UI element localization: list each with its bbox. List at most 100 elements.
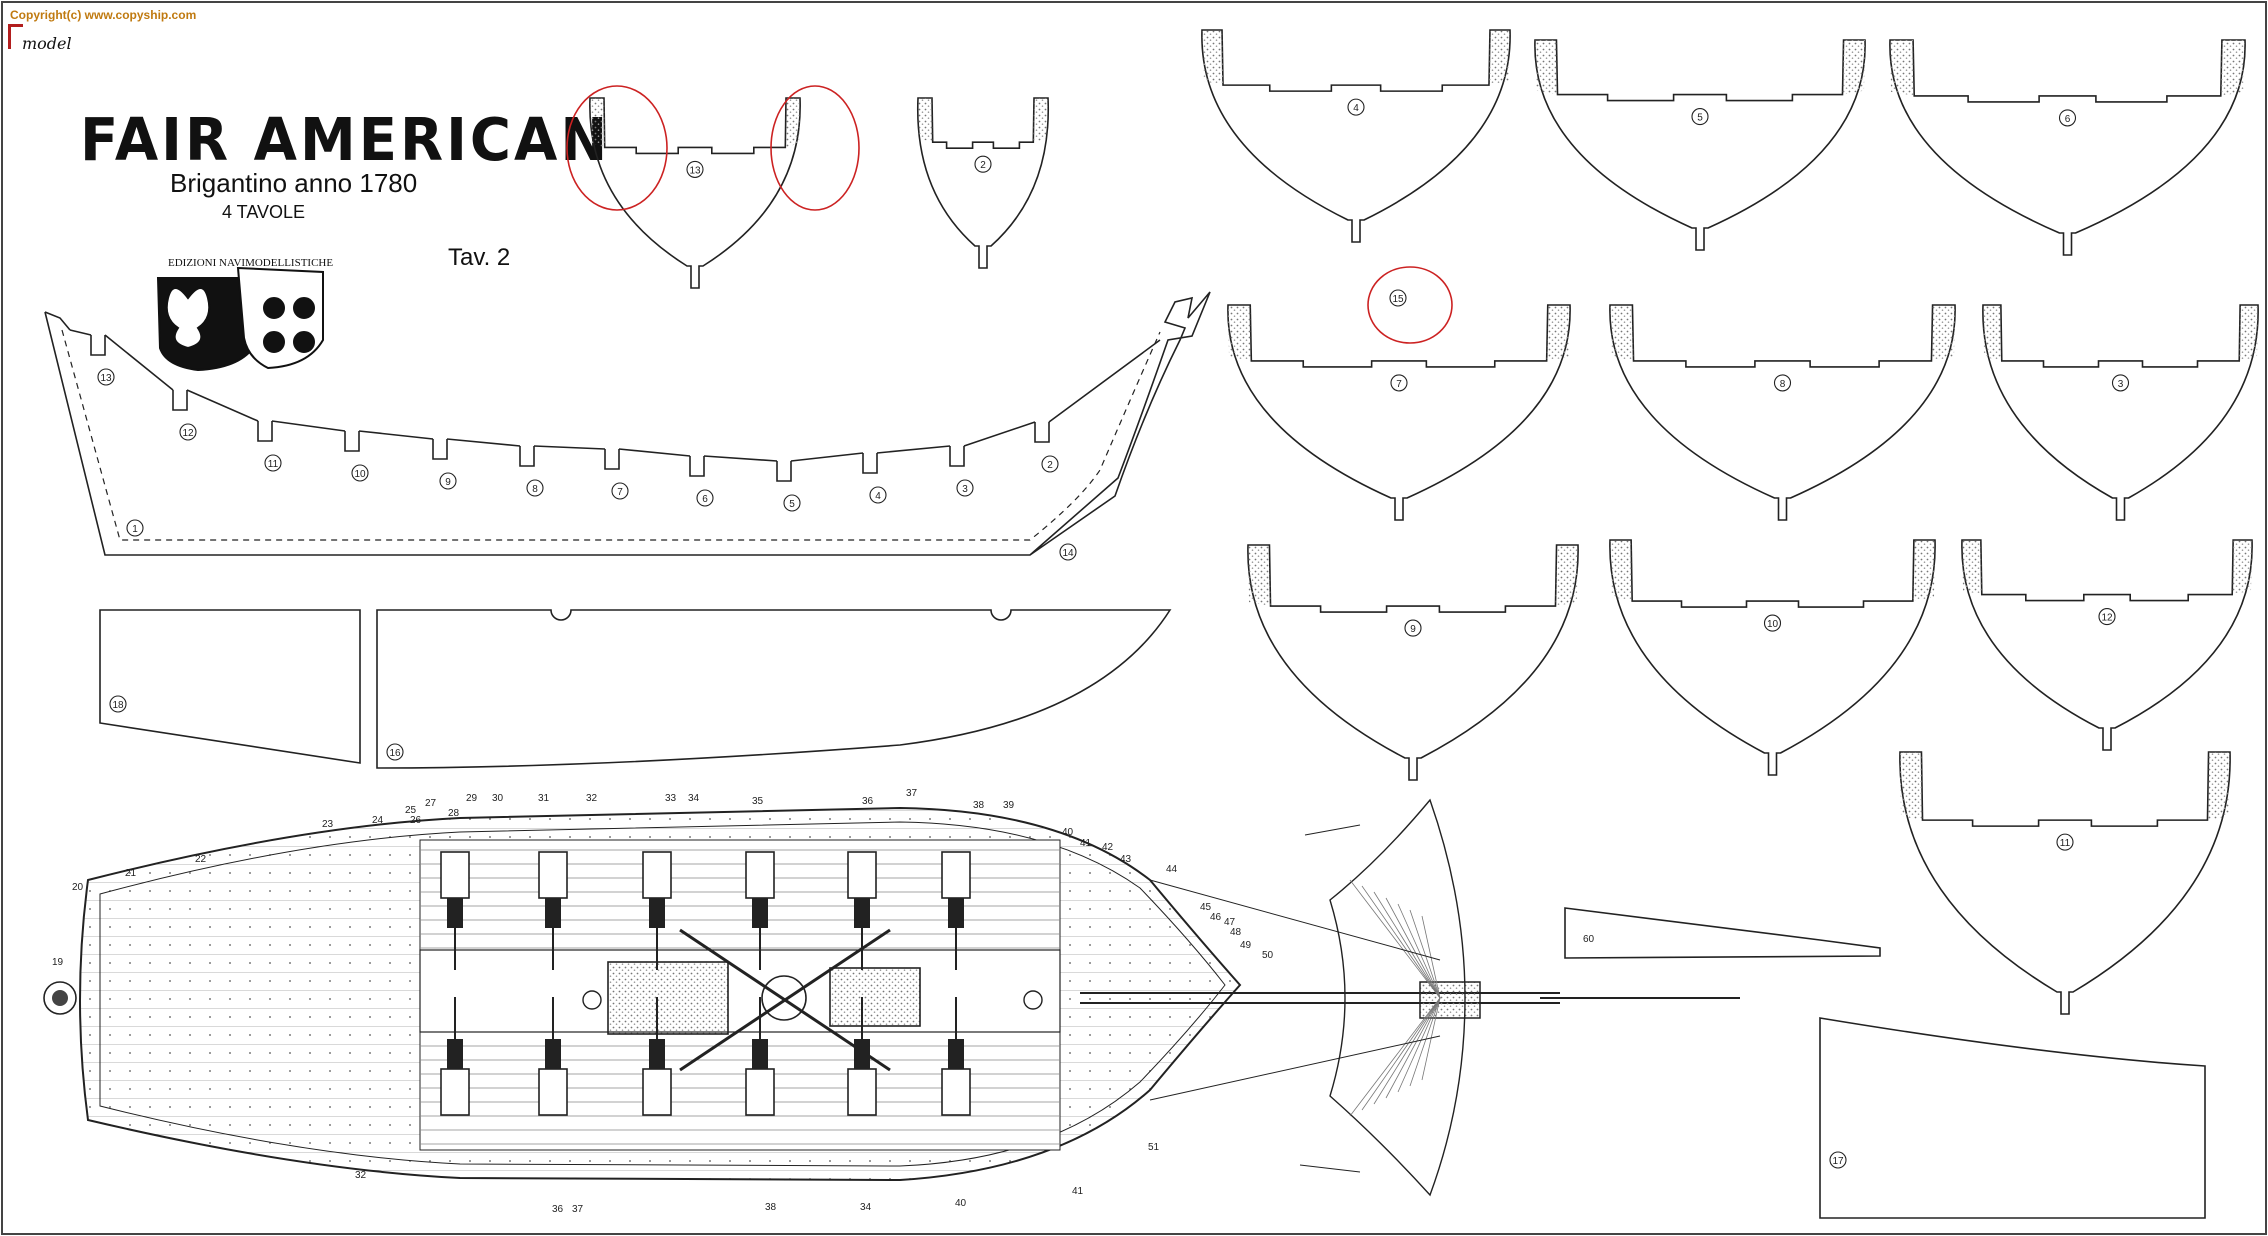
plan-title: FAIR AMERICAN: [80, 106, 611, 175]
part-label-15: 15: [1389, 289, 1407, 307]
deck-callout-50: 50: [1262, 950, 1274, 961]
deck-callout-42: 42: [1102, 842, 1114, 853]
keel-slot-label-9: 9: [439, 472, 457, 490]
keel-slot-label-8: 8: [526, 479, 544, 497]
highlight-right-arm: [770, 85, 860, 211]
deck-callout-43: 43: [1120, 854, 1132, 865]
highlight-left-arm: [566, 85, 668, 211]
svg-text:6: 6: [702, 494, 708, 505]
frame-label-11: 11: [2056, 833, 2074, 851]
deck-callout-25: 25: [405, 805, 417, 816]
svg-text:6: 6: [2065, 114, 2071, 125]
frame-label-13: 13: [686, 160, 704, 178]
keel-slot-label-11: 11: [264, 454, 282, 472]
deck-callout-35: 35: [752, 796, 764, 807]
deck-callout-41: 41: [1072, 1186, 1084, 1197]
panel-16: [376, 609, 1172, 769]
highlight-part-15: [1367, 266, 1453, 344]
deck-callout-47: 47: [1224, 917, 1236, 928]
keel-slot-label-13: 13: [97, 368, 115, 386]
deck-callout-21: 21: [125, 868, 137, 879]
svg-text:13: 13: [689, 165, 701, 176]
frame-label-5: 5: [1691, 108, 1709, 126]
svg-text:11: 11: [268, 459, 279, 470]
frame-label-4: 4: [1347, 98, 1365, 116]
deck-callout-32: 32: [586, 793, 598, 804]
deck-callout-39: 39: [1003, 800, 1015, 811]
svg-text:18: 18: [112, 700, 124, 711]
plan-subtitle: Brigantino anno 1780: [170, 168, 418, 198]
panel-label-18: 18: [109, 695, 127, 713]
svg-text:7: 7: [617, 487, 623, 498]
frame-label-10: 10: [1763, 614, 1782, 632]
deck-callout-46: 46: [1210, 912, 1222, 923]
panel-17: [1819, 1017, 2206, 1219]
keel-slot-label-3: 3: [956, 479, 974, 497]
deck-callout-41: 41: [1080, 838, 1092, 849]
deck-plan: [43, 798, 1740, 1197]
deck-callout-26: 26: [410, 815, 422, 826]
frame-label-2: 2: [974, 155, 992, 173]
crest-text: EDIZIONI NAVIMODELLISTICHE: [168, 257, 333, 269]
deck-callout-48: 48: [1230, 927, 1242, 938]
deck-callout-31: 31: [538, 793, 550, 804]
svg-text:12: 12: [182, 428, 194, 439]
svg-text:10: 10: [354, 469, 366, 480]
keel-profile: [44, 291, 1211, 556]
deck-callout-22: 22: [195, 854, 207, 865]
deck-callout-36: 36: [862, 796, 874, 807]
panel-18: [99, 609, 361, 764]
frame-12: [1961, 539, 2253, 751]
frame-3: [1982, 304, 2259, 521]
svg-text:13: 13: [100, 373, 112, 384]
svg-text:4: 4: [875, 491, 881, 502]
svg-text:15: 15: [1392, 294, 1404, 305]
deck-callout-34: 34: [688, 793, 700, 804]
deck-callout-30: 30: [492, 793, 504, 804]
copyright-notice: Copyright(c) www.copyship.com: [10, 8, 197, 22]
brand-logo: model: [22, 34, 72, 53]
svg-text:9: 9: [1410, 624, 1416, 635]
frame-label-8: 8: [1773, 374, 1792, 392]
svg-text:2: 2: [1047, 460, 1053, 471]
frame-label-7: 7: [1390, 374, 1408, 392]
svg-text:5: 5: [789, 499, 795, 510]
panel-60: 60: [1564, 907, 1881, 959]
sheet-number: Tav. 2: [448, 244, 511, 271]
keel-slot-label-10: 10: [351, 464, 369, 482]
deck-callout-23: 23: [322, 819, 334, 830]
deck-callout-40: 40: [955, 1198, 967, 1209]
keel-slot-label-4: 4: [869, 486, 887, 504]
frame-10: [1609, 539, 1936, 776]
frame-11: [1899, 751, 2231, 1015]
deck-callout-27: 27: [425, 798, 437, 809]
deck-callout-45: 45: [1200, 902, 1212, 913]
deck-callout-51: 51: [1148, 1142, 1160, 1153]
frame-7: [1227, 304, 1571, 521]
frame-label-9: 9: [1404, 619, 1422, 637]
keel-slot-label-12: 12: [179, 423, 197, 441]
panel-label-16: 16: [386, 743, 404, 761]
deck-callout-20: 20: [72, 882, 84, 893]
keel-slot-label-5: 5: [783, 494, 801, 512]
frame-label-12: 12: [2098, 608, 2116, 626]
deck-callout-28: 28: [448, 808, 460, 819]
deck-callout-19: 19: [52, 957, 64, 968]
deck-callout-40: 40: [1062, 827, 1074, 838]
keel-slot-label-14: 14: [1059, 543, 1077, 561]
svg-text:10: 10: [1767, 619, 1779, 630]
deck-callout-37: 37: [906, 788, 918, 799]
svg-text:8: 8: [532, 484, 538, 495]
svg-text:16: 16: [389, 748, 401, 759]
svg-text:7: 7: [1396, 379, 1402, 390]
svg-text:12: 12: [2101, 613, 2113, 624]
boards-count: 4 TAVOLE: [222, 202, 306, 222]
svg-text:1: 1: [132, 524, 138, 535]
keel-slot-label-1: 1: [126, 519, 144, 537]
panel-label-17: 17: [1829, 1151, 1847, 1169]
frame-9: [1247, 544, 1579, 781]
keel-slot-label-2: 2: [1041, 455, 1059, 473]
deck-callout-33: 33: [665, 793, 677, 804]
